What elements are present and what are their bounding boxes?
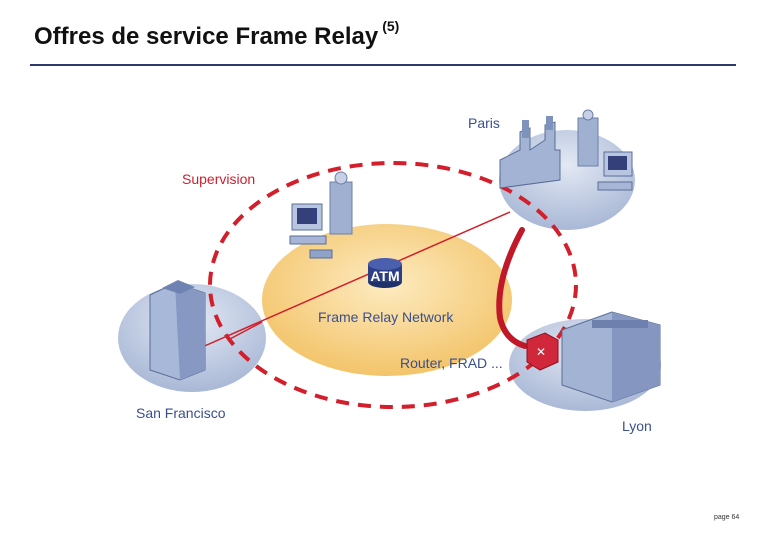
- page-number: page 64: [714, 514, 740, 521]
- atm-label: ATM: [370, 268, 399, 284]
- paris-label: Paris: [468, 115, 500, 131]
- san-francisco-label: San Francisco: [136, 405, 226, 421]
- supervision-workstation-icon: [289, 171, 353, 259]
- title-rule: [30, 64, 736, 66]
- frame-relay-network-disc: [262, 224, 512, 376]
- slide-title: Offres de service Frame Relay(5): [34, 18, 399, 51]
- router-frad-icon: ✕: [526, 332, 559, 371]
- svg-text:✕: ✕: [536, 345, 546, 359]
- paris-factory-icon: [499, 116, 561, 189]
- san-francisco-building-icon: [149, 280, 206, 381]
- title-text: Offres de service Frame Relay: [34, 23, 379, 50]
- supervision-label: Supervision: [182, 171, 255, 187]
- atm-node: ATM: [368, 258, 402, 288]
- lyon-datacenter-icon: [561, 311, 661, 403]
- lyon-label: Lyon: [622, 418, 652, 434]
- link-sf-paris: [199, 211, 511, 349]
- frame-relay-network-label: Frame Relay Network: [318, 309, 454, 325]
- router-frad-label: Router, FRAD ...: [400, 355, 503, 371]
- link-paris-lyon: [496, 227, 528, 349]
- title-superscript: (5): [382, 18, 400, 34]
- supervision-ring: [208, 161, 578, 409]
- paris-workstation-icon: [577, 109, 633, 191]
- link-sf-network: [227, 321, 263, 341]
